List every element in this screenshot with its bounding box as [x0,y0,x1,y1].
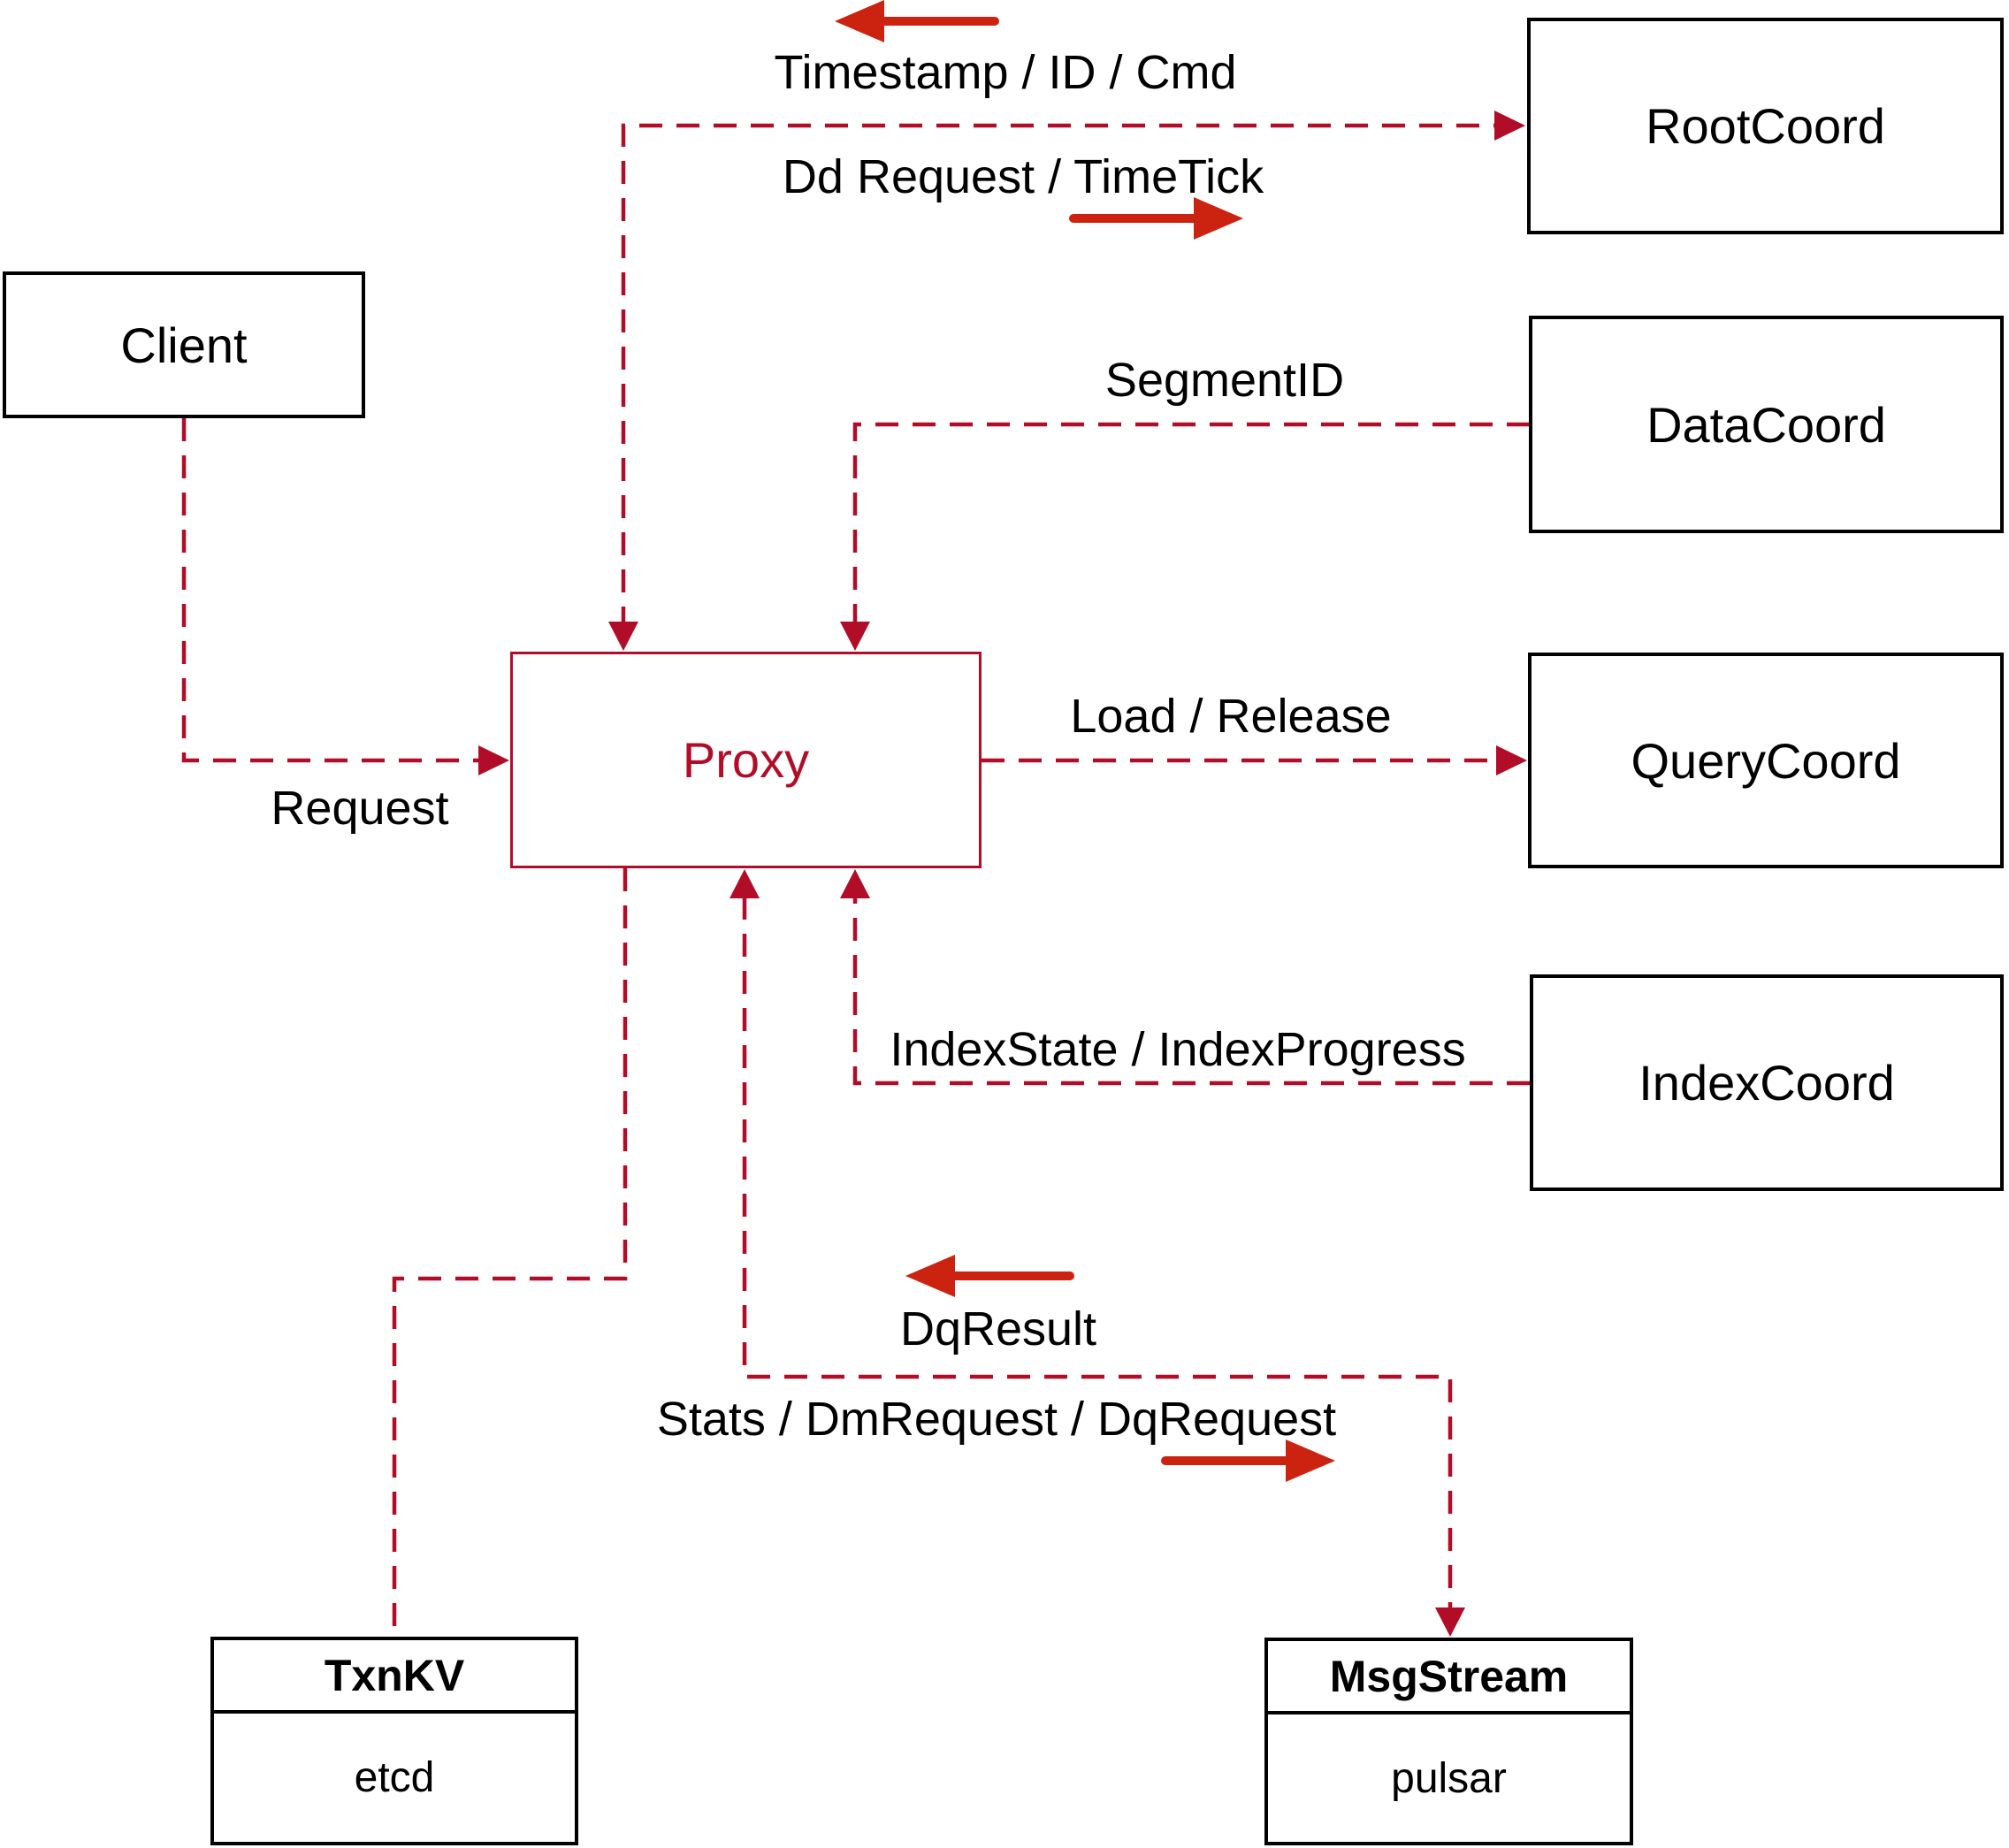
txnkv-title: TxnKV [214,1640,575,1714]
edge-label-timestamp-id-cmd: Timestamp / ID / Cmd [774,46,1237,99]
edge-proxy-rootcoord [621,123,1496,630]
arrowhead-into-proxy-bottom-mid [730,869,760,898]
edge-label-indexstate-indexprogress: IndexState / IndexProgress [890,1023,1466,1076]
edge-datacoord-proxy [852,422,1530,630]
node-indexcoord: IndexCoord [1530,974,2004,1191]
datacoord-label: DataCoord [1646,396,1886,453]
edge-label-stats-dmrequest-dqrequest: Stats / DmRequest / DqRequest [656,1393,1337,1446]
node-proxy: Proxy [510,652,982,868]
arrowhead-into-msgstream [1435,1607,1465,1637]
node-rootcoord: RootCoord [1527,18,2004,234]
edge-proxy-txnkv [392,868,628,1635]
node-querycoord: QueryCoord [1528,653,2004,868]
edge-label-dqresult: DqResult [899,1302,1097,1355]
client-label: Client [120,317,248,373]
rootcoord-label: RootCoord [1646,98,1885,154]
node-client: Client [3,271,365,418]
querycoord-label: QueryCoord [1631,732,1901,789]
arrowhead-into-proxy-top-left [608,622,638,651]
node-datacoord: DataCoord [1529,316,2004,533]
arrowhead-into-proxy-left [478,745,509,775]
edge-proxy-msgstream [742,897,1453,1609]
node-txnkv: TxnKV etcd [210,1637,578,1845]
direction-arrow-proxy-to-msgstream [1161,1439,1335,1482]
arrowhead-into-querycoord [1496,745,1527,775]
indexcoord-label: IndexCoord [1639,1055,1895,1111]
direction-arrow-proxy-to-rootcoord [1069,197,1243,240]
direction-arrow-rootcoord-to-proxy [835,0,999,42]
msgstream-title: MsgStream [1268,1641,1630,1714]
arrowhead-into-proxy-bottom-right [840,869,870,898]
edge-label-segmentid: SegmentID [1104,354,1345,407]
edge-label-dd-request-timetick: Dd Request / TimeTick [782,150,1264,203]
arrowhead-into-rootcoord [1494,111,1525,141]
edge-label-load-release: Load / Release [1070,690,1392,743]
txnkv-tech: etcd [354,1754,435,1801]
arrowhead-into-proxy-top-right [840,622,870,651]
edge-client-proxy [181,418,480,763]
proxy-label: Proxy [682,732,810,788]
node-msgstream: MsgStream pulsar [1264,1638,1633,1845]
msgstream-tech: pulsar [1391,1754,1507,1802]
edge-indexcoord-proxy [852,897,1530,1086]
edge-label-request: Request [271,782,449,835]
direction-arrow-msgstream-to-proxy [905,1255,1074,1297]
